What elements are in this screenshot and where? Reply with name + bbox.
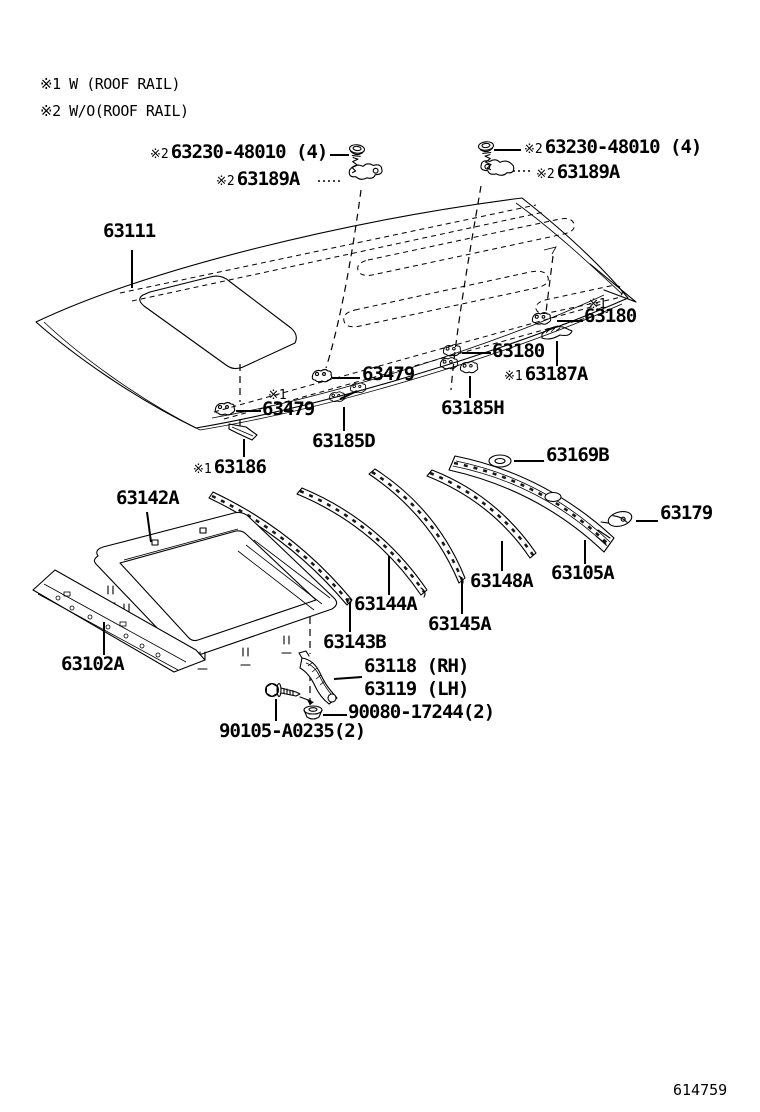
nut-90080 [303, 705, 323, 720]
part-label-63479-upper: 63479 [362, 363, 415, 385]
roof-bow-63144a [296, 487, 428, 598]
figure-number: 614759 [673, 1081, 728, 1099]
roof-bow-63148a [426, 469, 537, 559]
roof-panel-63111 [35, 197, 637, 431]
bolt-pointer-arrowhead [307, 700, 314, 705]
bolt-pointer-line [299, 696, 312, 702]
clip-63185d [329, 382, 367, 403]
part-label-63148a: 63148A [470, 570, 534, 592]
part-label-63185h: 63185H [441, 397, 505, 419]
bracket-63179 [600, 511, 633, 527]
legend-note-1: ※1 W (ROOF RAIL) [40, 75, 181, 93]
part-label-63179: 63179 [660, 502, 713, 524]
part-label-63143b: 63143B [323, 631, 387, 653]
part-label-63142a: 63142A [116, 487, 180, 509]
sunroof-frame-63142a [93, 511, 338, 670]
part-label-63180-left: 63180 [492, 340, 545, 362]
part-label-63105a: 63105A [551, 562, 615, 584]
bracket-63187a [541, 326, 573, 340]
part-label-63479-lower: 63479 [262, 398, 315, 420]
part-label-63119-lh: 63119 (LH) [364, 678, 469, 700]
note-63479: ※1 [268, 388, 287, 403]
part-label-63180-right: 63180 [584, 305, 637, 327]
front-header-63102a [32, 569, 206, 673]
legend-note-2: ※2 W/O(ROOF RAIL) [40, 102, 189, 120]
part-label-63185d: 63185D [312, 430, 376, 452]
part-label-63144a: 63144A [354, 593, 418, 615]
part-label-63169b: 63169B [546, 444, 610, 466]
note-63180-right: ※1 [588, 297, 607, 312]
part-label-90105-a0235: 90105-A0235(2) [219, 720, 366, 742]
label-leader-lines [103, 149, 658, 721]
part-label-63102a: 63102A [61, 653, 125, 675]
retainer-63186 [228, 423, 258, 441]
drip-channel-63118 [298, 650, 338, 705]
part-label-63145a: 63145A [428, 613, 492, 635]
part-label-90080-17244: 90080-17244(2) [348, 701, 495, 723]
hidden-locator-lines [239, 185, 554, 427]
clip-63189a-right [479, 157, 515, 178]
bolt-90105 [264, 682, 301, 698]
roof-brace-63169b [448, 454, 615, 553]
part-label-63118-rh: 63118 (RH) [364, 655, 469, 677]
part-label-63111: 63111 [103, 220, 156, 242]
